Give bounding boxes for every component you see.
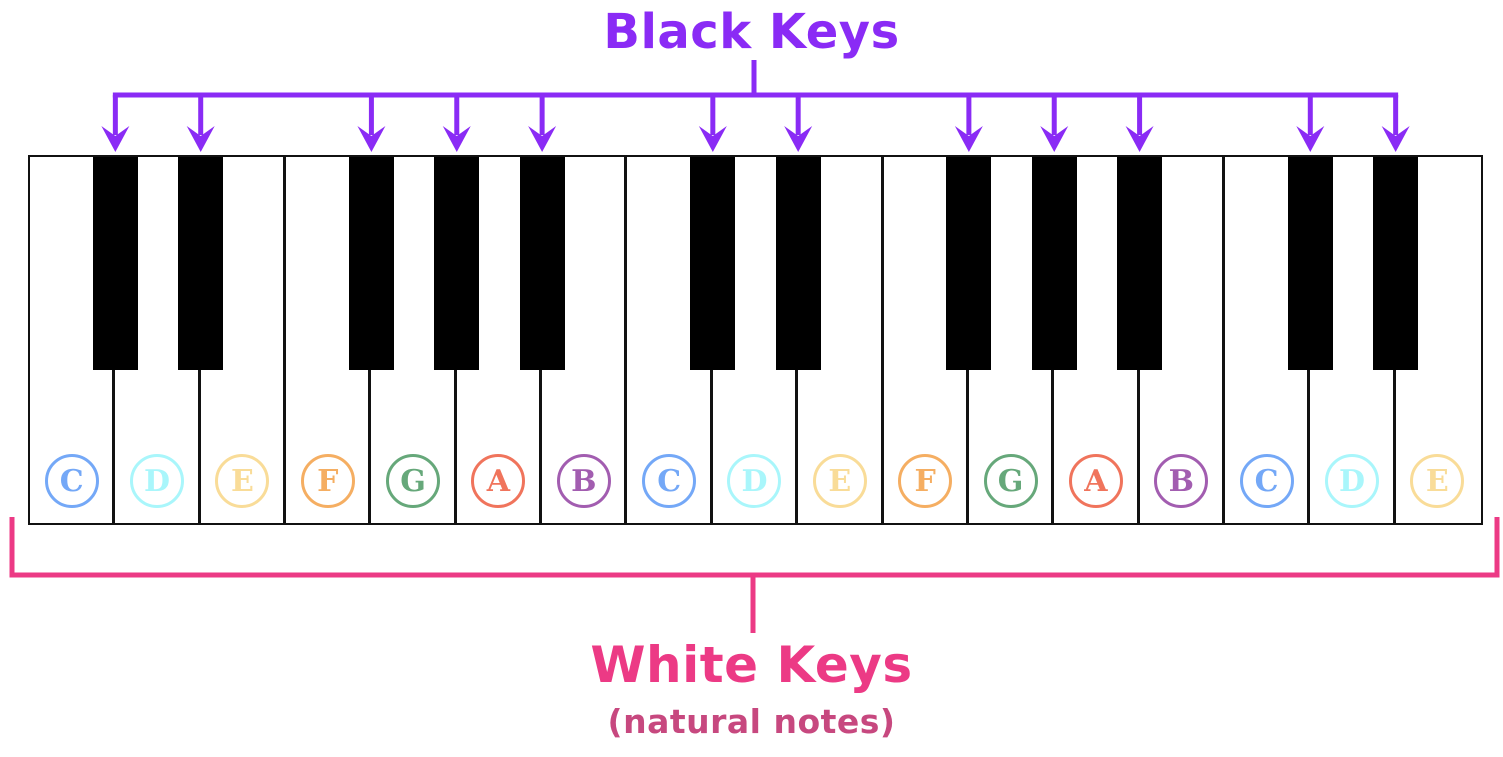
note-label-g: G [386,454,441,508]
white-keys-subtitle: (natural notes) [607,702,896,741]
black-key[interactable] [434,157,480,370]
note-label-e: E [215,454,270,508]
black-key[interactable] [519,157,565,370]
black-key[interactable] [1031,157,1077,370]
note-label-f: F [898,454,953,508]
black-keys-title: Black Keys [603,4,900,60]
black-key[interactable] [946,157,992,370]
note-label-f: F [300,454,355,508]
note-label-c: C [1239,454,1294,508]
note-label-e: E [812,454,867,508]
note-label-b: B [556,454,611,508]
black-key[interactable] [178,157,224,370]
note-label-d: D [1324,454,1379,508]
note-label-b: B [1154,454,1209,508]
note-label-e: E [1410,454,1465,508]
black-key[interactable] [775,157,821,370]
note-label-a: A [1068,454,1123,508]
black-key[interactable] [1117,157,1163,370]
black-key[interactable] [92,157,138,370]
note-label-d: D [727,454,782,508]
black-key[interactable] [348,157,394,370]
black-key[interactable] [1373,157,1419,370]
note-label-g: G [983,454,1038,508]
black-key[interactable] [1287,157,1333,370]
black-key[interactable] [690,157,736,370]
note-label-a: A [471,454,526,508]
note-label-d: D [130,454,185,508]
white-keys-title: White Keys [590,636,913,694]
note-label-c: C [44,454,99,508]
note-label-c: C [642,454,697,508]
